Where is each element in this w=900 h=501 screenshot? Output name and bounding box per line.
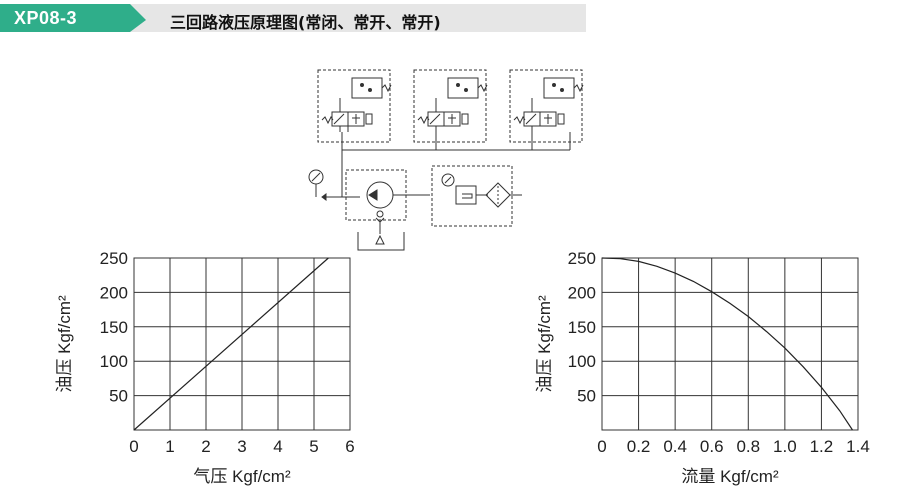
header-banner: XP08-3 三回路液压原理图(常闭、常开、常开): [0, 0, 900, 36]
valve-group-1-frame: [317, 69, 391, 143]
x-axis-label: 气压 Kgf/cm²: [193, 467, 291, 486]
y-tick-label: 250: [568, 249, 596, 268]
x-tick-label: 1: [165, 437, 174, 456]
y-axis-label: 油压 Kgf/cm²: [55, 295, 74, 393]
y-tick-label: 150: [100, 318, 128, 337]
x-tick-label: 6: [345, 437, 354, 456]
x-tick-label: 0: [597, 437, 606, 456]
flow-vs-oil-pressure-chart: 0 0.2 0.4 0.6 0.8 1.0 1.2 1.4 50 100 150 200 250 流量 K…: [535, 249, 870, 486]
code-tab: [0, 4, 146, 32]
y-tick-label: 50: [109, 387, 128, 406]
valve-group-1: [317, 69, 392, 143]
diagram-title: 三回路液压原理图(常闭、常开、常开): [170, 13, 441, 32]
y-tick-label: 50: [577, 387, 596, 406]
pressure-gauge-icon: [308, 169, 327, 201]
y-tick-label: 150: [568, 318, 596, 337]
series-line: [133, 257, 329, 431]
x-axis-label: 流量 Kgf/cm²: [681, 467, 779, 486]
directional-valve-icon: [321, 111, 373, 127]
y-tick-label: 200: [568, 283, 596, 302]
x-tick-label: 0: [129, 437, 138, 456]
pressure-switch-icon: [351, 77, 383, 99]
y-tick-label: 100: [100, 352, 128, 371]
filter-icon: [485, 182, 511, 208]
diagram-code: XP08-3: [14, 8, 78, 28]
x-tick-label: 1.0: [773, 437, 797, 456]
plot-frame: [601, 257, 859, 431]
y-tick-label: 200: [100, 283, 128, 302]
air-vs-oil-pressure-chart: 0 1 2 3 4 5 6 50 100 150 200 250 气压 Kgf/cm² 油压 Kgf/cm…: [55, 249, 355, 486]
reservoir-icon: [357, 232, 405, 251]
x-tick-label: 0.8: [736, 437, 760, 456]
air-unit-frame: [431, 165, 513, 227]
valve-group-2-frame: [413, 69, 487, 143]
x-tick-label: 5: [309, 437, 318, 456]
supply-lines: [322, 132, 571, 198]
x-tick-label: 4: [273, 437, 282, 456]
regulator-icon: [441, 173, 477, 205]
x-tick-label: 1.4: [846, 437, 870, 456]
x-tick-label: 0.2: [627, 437, 651, 456]
x-tick-label: 1.2: [810, 437, 834, 456]
series-line: [601, 257, 854, 431]
directional-valve-icon: [513, 111, 565, 127]
pressure-switch-icon: [543, 77, 575, 99]
y-tick-label: 100: [568, 352, 596, 371]
x-tick-label: 0.6: [700, 437, 724, 456]
x-tick-label: 0.4: [663, 437, 687, 456]
valve-group-3-frame: [509, 69, 583, 143]
pressure-switch-icon: [447, 77, 479, 99]
x-tick-label: 2: [201, 437, 210, 456]
air-supply-unit: [431, 165, 522, 227]
pump-unit: [345, 169, 430, 245]
directional-valve-icon: [417, 111, 469, 127]
valve-group-2: [413, 69, 488, 143]
y-tick-label: 250: [100, 249, 128, 268]
x-tick-label: 3: [237, 437, 246, 456]
y-axis-label: 油压 Kgf/cm²: [535, 295, 554, 393]
valve-group-3: [509, 69, 584, 143]
